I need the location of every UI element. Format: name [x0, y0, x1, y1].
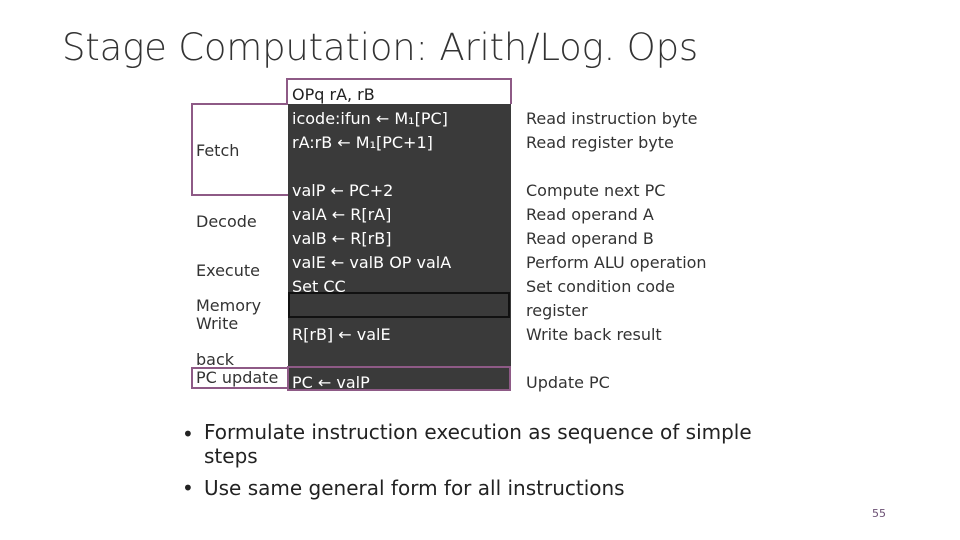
desc-write-back: Write back result: [526, 325, 662, 344]
instruction-header-box: [286, 78, 512, 104]
op-fetch-regs: rA:rB ← M₁[PC+1]: [292, 133, 433, 152]
desc-set-cc: Set condition code: [526, 277, 676, 296]
op-fetch-icode: icode:ifun ← M₁[PC]: [292, 109, 448, 128]
stage-label-decode: Decode: [196, 212, 257, 231]
op-set-cc: Set CC: [292, 277, 346, 296]
bullet-item: • Formulate instruction execution as seq…: [182, 420, 764, 468]
instruction-format: OPq rA, rB: [292, 85, 375, 104]
op-vala: valA ← R[rA]: [292, 205, 392, 224]
bullet-list: • Formulate instruction execution as seq…: [182, 420, 764, 503]
desc-alu: Perform ALU operation: [526, 253, 707, 272]
bullet-text: Formulate instruction execution as seque…: [204, 420, 752, 468]
desc-read-operand-b: Read operand B: [526, 229, 654, 248]
stage-label-memory: Memory: [196, 296, 262, 315]
op-vale: valE ← valB OP valA: [292, 253, 452, 272]
stage-label-execute: Execute: [196, 261, 260, 280]
operations-panel: [288, 103, 511, 390]
page-number: 55: [872, 507, 886, 520]
stage-label-write: Write: [196, 314, 239, 333]
stage-label-pc-update: PC update: [196, 368, 279, 387]
desc-compute-pc: Compute next PC: [526, 181, 666, 200]
pc-update-stage-outline: [191, 367, 288, 389]
desc-read-operand-a: Read operand A: [526, 205, 654, 224]
pc-update-row: [287, 366, 511, 391]
desc-read-instruction: Read instruction byte: [526, 109, 698, 128]
memory-stage-row: [288, 292, 510, 318]
bullet-marker: •: [182, 422, 194, 446]
fetch-stage-outline: [191, 103, 288, 196]
op-writeback: R[rB] ← valE: [292, 325, 391, 344]
bullet-text: Use same general form for all instructio…: [204, 476, 625, 500]
op-pc-update: PC ← valP: [292, 373, 370, 392]
stage-label-fetch: Fetch: [196, 141, 240, 160]
desc-read-register: Read register byte: [526, 133, 674, 152]
slide-title: Stage Computation: Arith/Log. Ops: [62, 26, 698, 69]
op-valb: valB ← R[rB]: [292, 229, 392, 248]
bullet-item: • Use same general form for all instruct…: [182, 474, 764, 503]
bullet-marker: •: [182, 476, 194, 500]
stage-label-back: back: [196, 350, 235, 369]
desc-update-pc: Update PC: [526, 373, 610, 392]
op-valp: valP ← PC+2: [292, 181, 394, 200]
desc-register: register: [526, 301, 588, 320]
